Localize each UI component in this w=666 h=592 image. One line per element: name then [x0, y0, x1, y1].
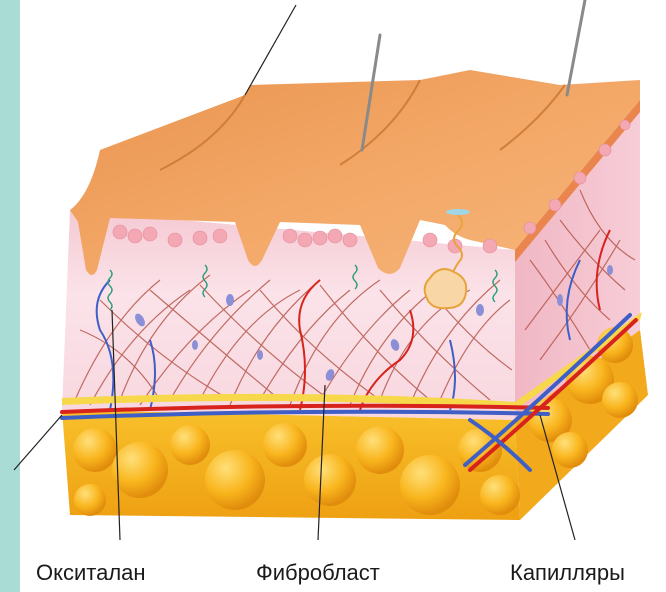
label-fibroblast: Фибробласт	[256, 560, 380, 586]
label-capillaries: Капилляры	[510, 560, 625, 586]
skin-cross-section	[0, 0, 666, 560]
label-oxytalan: Окситалан	[36, 560, 146, 586]
